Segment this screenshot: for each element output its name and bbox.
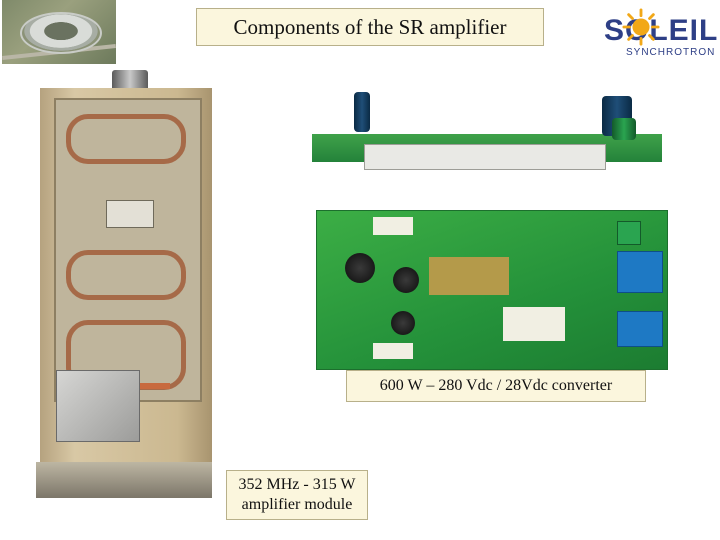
capacitor-shape xyxy=(354,92,370,132)
amplifier-caption: 352 MHz - 315 W amplifier module xyxy=(226,470,368,520)
logo-subtitle: SYNCHROTRON xyxy=(626,47,716,58)
connector-shape xyxy=(617,311,663,347)
trace-shape xyxy=(66,250,186,300)
storage-ring-shape xyxy=(20,12,102,54)
amplifier-base-shape xyxy=(36,462,212,498)
capacitor-shape xyxy=(393,267,419,293)
amplifier-caption-line1: 352 MHz - 315 W xyxy=(238,476,356,493)
terminal-block-shape xyxy=(617,221,641,245)
sun-icon xyxy=(622,8,660,46)
circulator-box-shape xyxy=(56,370,140,442)
capacitor-shape xyxy=(391,311,415,335)
soleil-logo: SOLEIL SYNCHROTRON xyxy=(600,6,717,60)
amplifier-caption-line2: amplifier module xyxy=(241,496,353,513)
slide-title: Components of the SR amplifier xyxy=(196,8,544,46)
caution-label-shape xyxy=(373,217,413,235)
converter-top-photo xyxy=(316,210,668,370)
transformer-shape xyxy=(429,257,509,295)
converter-caption: 600 W – 280 Vdc / 28Vdc converter xyxy=(346,370,646,402)
logo-wordmark: SOLEIL xyxy=(604,14,719,47)
transistor-shape xyxy=(106,200,154,228)
converter-caption-text: 600 W – 280 Vdc / 28Vdc converter xyxy=(379,377,613,394)
amplifier-board-shape xyxy=(54,98,202,402)
rf-connector-shape xyxy=(112,70,148,92)
spec-label-shape xyxy=(503,307,565,341)
dc-module-shape xyxy=(364,144,606,170)
terminal-block-shape xyxy=(612,118,636,140)
caution-label-shape xyxy=(373,343,413,359)
synchrotron-aerial-photo xyxy=(2,0,116,64)
capacitor-shape xyxy=(345,253,375,283)
connector-shape xyxy=(617,251,663,293)
trace-shape xyxy=(66,114,186,164)
converter-side-photo xyxy=(312,82,662,178)
